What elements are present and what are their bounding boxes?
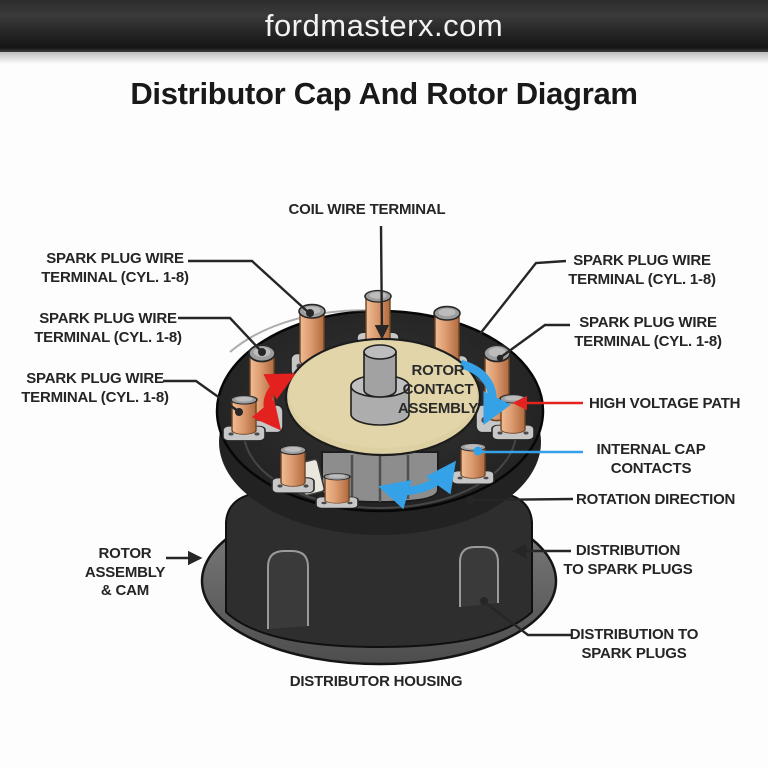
label-rotor-assembly-cam: ROTOR ASSEMBLY & CAM: [84, 545, 166, 599]
high-voltage-arrow-red: [251, 373, 296, 431]
label-distributor-housing: DISTRIBUTOR HOUSING: [289, 673, 463, 690]
label-high-voltage-path: HIGH VOLTAGE PATH: [589, 395, 741, 412]
leader-spark-left-3: [163, 379, 239, 412]
rotation-arrow-blue-bottom: [378, 460, 456, 510]
label-coil-wire-terminal: COIL WIRE TERMINAL: [288, 201, 446, 218]
housing-clip-right: [459, 546, 499, 607]
label-spark-plug-left-3: SPARK PLUG WIRE TERMINAL (CYL. 1-8): [21, 370, 169, 406]
leader-spark-left-1: [188, 259, 309, 313]
page-title: Distributor Cap And Rotor Diagram: [130, 76, 638, 111]
site-banner: fordmasterx.com: [0, 0, 768, 52]
label-rotation-direction: ROTATION DIRECTION: [576, 491, 736, 508]
label-rotor-contact-assembly: ROTOR CONTACT ASSEMBLY: [397, 362, 479, 417]
flow-arrows: [251, 359, 511, 510]
label-spark-plug-right-1: SPARK PLUG WIRE TERMINAL (CYL. 1-8): [568, 252, 716, 288]
leader-rotation-direction: [473, 497, 574, 502]
distributor-housing-body: [225, 491, 533, 649]
label-spark-plug-left-1: SPARK PLUG WIRE TERMINAL (CYL. 1-8): [41, 250, 189, 286]
label-distribution-lower: DISTRIBUTION TO SPARK PLUGS: [569, 626, 699, 662]
leader-distribution-lower: [486, 603, 571, 637]
leader-dots: [235, 309, 504, 605]
rotor-hub: [350, 344, 410, 426]
site-name: fordmasterx.com: [264, 8, 504, 43]
leader-lines: [163, 225, 583, 637]
label-spark-plug-right-2: SPARK PLUG WIRE TERMINAL (CYL. 1-8): [574, 314, 722, 350]
label-distribution-upper: DISTRIBUTION TO SPARK PLUGS: [563, 542, 693, 578]
leader-coil-wire: [374, 225, 390, 340]
label-internal-cap-contacts: INTERNAL CAP CONTACTS: [596, 441, 706, 477]
leader-spark-right-2: [500, 323, 570, 358]
leader-spark-left-2: [178, 316, 261, 351]
banner-shadow: [0, 52, 768, 64]
label-spark-plug-left-2: SPARK PLUG WIRE TERMINAL (CYL. 1-8): [34, 310, 182, 346]
leader-spark-right-1: [470, 259, 567, 346]
housing-clip-left: [267, 550, 309, 629]
rotation-arrow-blue-right: [459, 359, 511, 426]
